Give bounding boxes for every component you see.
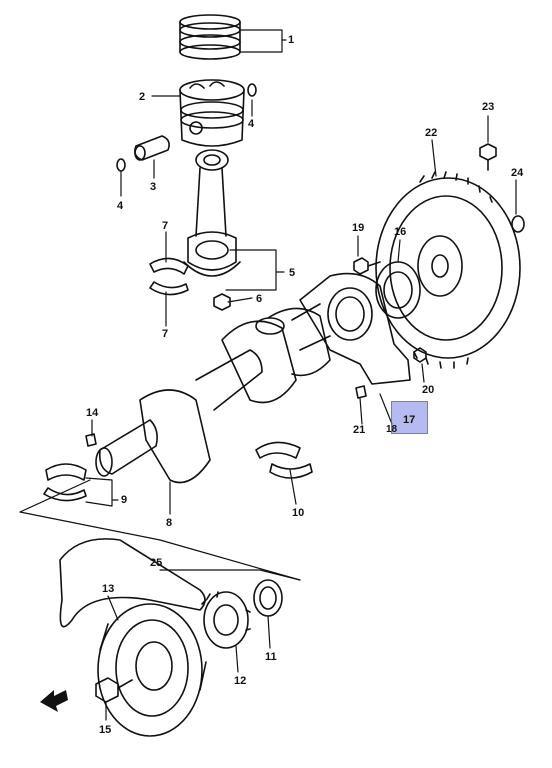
timing-pulley bbox=[201, 591, 251, 649]
callout-6: 6 bbox=[256, 293, 263, 305]
callout-18: 18 bbox=[386, 424, 398, 435]
main-bearing-upper bbox=[45, 463, 87, 481]
callout-3: 3 bbox=[150, 181, 157, 193]
housing-bolt-20 bbox=[413, 347, 427, 363]
housing-bolt-19 bbox=[353, 257, 381, 275]
callout-25: 25 bbox=[150, 557, 163, 569]
piston bbox=[179, 79, 245, 147]
callout-22: 22 bbox=[425, 127, 438, 139]
dowel-pin-21 bbox=[355, 385, 367, 399]
callout-9: 9 bbox=[121, 494, 128, 506]
callout-21: 21 bbox=[353, 424, 366, 436]
callout-7-lower: 7 bbox=[162, 328, 169, 340]
callout-19: 19 bbox=[352, 222, 365, 234]
callout-24: 24 bbox=[511, 167, 524, 179]
callout-11: 11 bbox=[265, 651, 277, 663]
callout-4-right: 4 bbox=[248, 118, 255, 130]
woodruff-key bbox=[85, 433, 97, 447]
callout-12: 12 bbox=[234, 675, 247, 687]
thrust-bearing bbox=[255, 441, 313, 479]
callout-10: 10 bbox=[292, 507, 305, 519]
conrod-nut bbox=[213, 293, 231, 311]
callout-13: 13 bbox=[102, 583, 115, 595]
front-oil-seal bbox=[253, 579, 283, 617]
timing-belt bbox=[59, 538, 206, 628]
leader-lines bbox=[19, 29, 517, 721]
snap-ring-right bbox=[247, 83, 257, 97]
piston-pin bbox=[134, 135, 170, 161]
callout-7-upper: 7 bbox=[162, 220, 169, 232]
front-direction-arrow-icon bbox=[40, 690, 68, 712]
main-bearing-lower bbox=[43, 487, 87, 502]
piston-rings bbox=[179, 14, 241, 60]
callout-4-left: 4 bbox=[117, 200, 124, 212]
callout-17: 17 bbox=[403, 414, 416, 426]
callout-8: 8 bbox=[166, 517, 173, 529]
crankshaft bbox=[95, 303, 331, 484]
callout-20: 20 bbox=[422, 384, 435, 396]
callout-1: 1 bbox=[288, 34, 295, 46]
callout-2: 2 bbox=[139, 91, 146, 103]
crankshaft-pulley bbox=[97, 603, 207, 737]
callout-16: 16 bbox=[394, 226, 407, 238]
flywheel bbox=[375, 171, 521, 369]
conrod-bearing-upper bbox=[149, 257, 189, 275]
rear-oil-seal bbox=[375, 261, 421, 319]
crankshaft-bolt bbox=[95, 677, 133, 703]
callout-5: 5 bbox=[289, 267, 296, 279]
callout-15: 15 bbox=[99, 724, 112, 736]
conrod-bearing-lower bbox=[149, 281, 189, 296]
callout-14: 14 bbox=[86, 407, 99, 419]
highlighted-part-17[interactable]: 17 bbox=[391, 401, 428, 434]
flywheel-bolt-23 bbox=[479, 143, 497, 171]
flywheel-dowel-24 bbox=[511, 215, 525, 233]
connecting-rod bbox=[183, 149, 241, 277]
callout-23: 23 bbox=[482, 101, 495, 113]
snap-ring-left bbox=[116, 158, 126, 172]
rear-oil-seal-housing bbox=[299, 272, 411, 385]
